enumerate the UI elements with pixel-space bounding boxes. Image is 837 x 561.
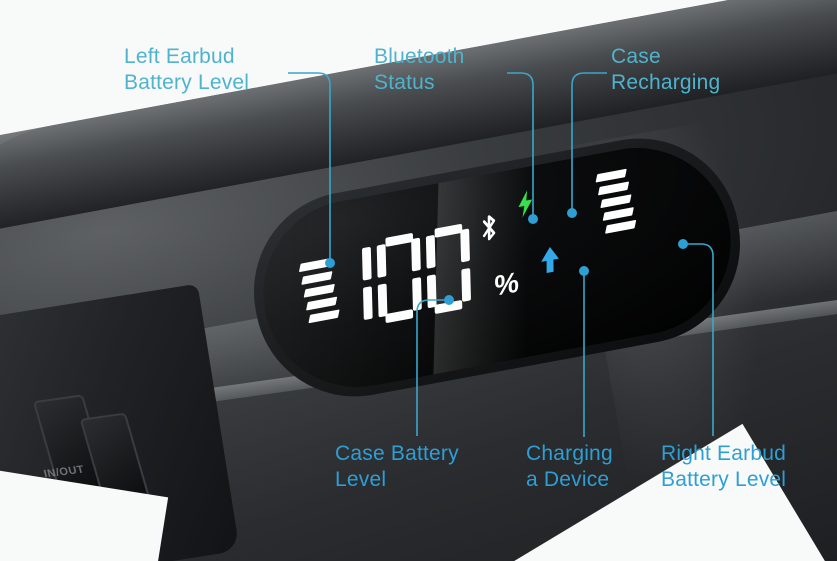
battery-bar <box>605 219 637 234</box>
callout-label-charging-a-device: Charging a Device <box>526 442 613 491</box>
battery-bar <box>597 181 630 196</box>
callout-label-bluetooth-status: Bluetooth Status <box>374 45 465 94</box>
battery-bar <box>595 168 627 183</box>
up-arrow-icon <box>539 244 561 282</box>
callout-label-left-earbud-battery-level: Left Earbud Battery Level <box>124 45 250 94</box>
bluetooth-icon <box>478 211 500 251</box>
callout-label-case-battery-level: Case Battery Level <box>335 442 459 491</box>
battery-bar <box>602 207 634 221</box>
callout-label-right-earbud-battery-level: Right Earbud Battery Level <box>661 442 787 491</box>
display-glass-reflection-secondary <box>431 132 533 403</box>
callout-label-case-recharging: Case Recharging <box>611 45 721 94</box>
right-earbud-battery-bars <box>595 168 637 234</box>
battery-bar <box>600 194 632 209</box>
